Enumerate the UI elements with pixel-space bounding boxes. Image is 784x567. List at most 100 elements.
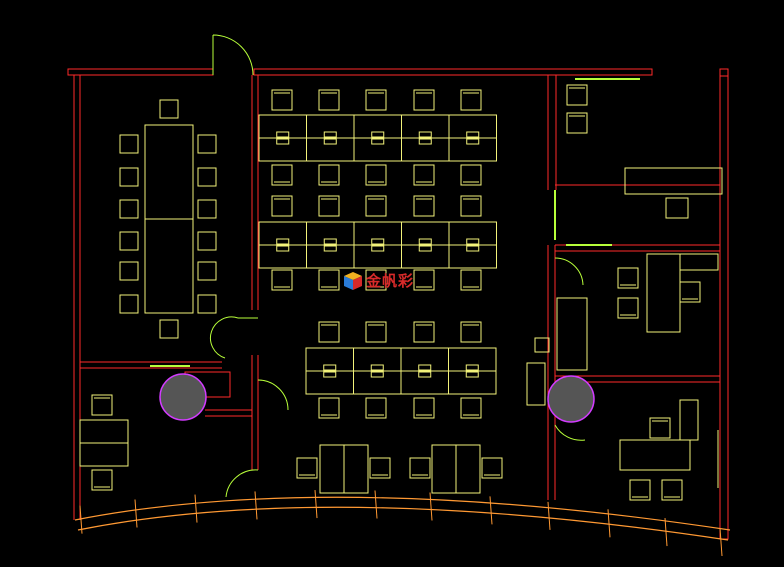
ws-b-desk-bottom-3 xyxy=(401,244,450,269)
ws-b-desk-top-1 xyxy=(306,221,355,246)
ws-c-desk-top-1 xyxy=(353,347,402,372)
facade-mullion-2 xyxy=(194,494,198,523)
ws-b-monitor-bottom-1 xyxy=(323,245,337,252)
watermark-text: 金帆彩 xyxy=(366,272,415,290)
ws-b-desk-top-4 xyxy=(448,221,497,246)
meeting-chair-right-1 xyxy=(197,167,217,187)
reception-chair-2 xyxy=(566,112,588,134)
ws-c-desk-top-2 xyxy=(400,347,449,372)
ws-a-monitor-top-2 xyxy=(371,131,385,138)
facade-mullion-7 xyxy=(489,496,493,525)
chair-lower-2 xyxy=(369,457,391,479)
wall-top-main xyxy=(253,68,653,76)
ws-c-monitor-bottom-2 xyxy=(418,371,432,378)
ws-a-desk-top-4 xyxy=(448,114,497,139)
ws-b-desk-top-0 xyxy=(258,221,307,246)
meeting-chair-left-3 xyxy=(119,231,139,251)
ws-c-desk-bottom-2 xyxy=(400,370,449,395)
director-chair-top xyxy=(649,417,671,439)
ws-b-desk-bottom-1 xyxy=(306,244,355,269)
door-manager xyxy=(554,257,584,286)
ws-b-chair-top-0 xyxy=(271,195,293,217)
ws-a-chair-bottom-1 xyxy=(318,164,340,186)
ws-a-chair-top-4 xyxy=(460,89,482,111)
ws-b-chair-bottom-1 xyxy=(318,269,340,291)
manager-credenza xyxy=(679,253,719,271)
facade-mullion-11 xyxy=(719,527,723,557)
ws-c-chair-bottom-3 xyxy=(460,397,482,419)
facade-mullion-0 xyxy=(79,505,83,534)
meeting-chair-right-4 xyxy=(197,261,217,281)
ws-a-chair-top-3 xyxy=(413,89,435,111)
ws-b-monitor-top-3 xyxy=(418,238,432,245)
ws-a-monitor-top-4 xyxy=(466,131,480,138)
ws-b-chair-bottom-0 xyxy=(271,269,293,291)
ws-a-desk-bottom-1 xyxy=(306,137,355,162)
watermark-logo: 金帆彩 xyxy=(343,270,414,291)
meeting-chair-right-3 xyxy=(197,231,217,251)
ws-a-chair-bottom-4 xyxy=(460,164,482,186)
ws-c-desk-top-3 xyxy=(448,347,497,372)
ws-a-chair-bottom-2 xyxy=(365,164,387,186)
walls xyxy=(67,68,731,557)
meeting-chair-left-5 xyxy=(119,294,139,314)
ws-c-monitor-top-1 xyxy=(370,364,384,371)
door-meeting xyxy=(209,316,258,359)
ws-b-monitor-top-1 xyxy=(323,238,337,245)
column-left xyxy=(159,373,207,421)
meeting-chair-right-0 xyxy=(197,134,217,154)
ws-c-chair-bottom-0 xyxy=(318,397,340,419)
director-desk xyxy=(619,439,691,471)
facade-mullion-5 xyxy=(374,490,378,519)
ws-b-chair-top-2 xyxy=(365,195,387,217)
wall-top-left xyxy=(67,68,214,76)
ws-c-monitor-top-0 xyxy=(323,364,337,371)
ws-a-monitor-top-3 xyxy=(418,131,432,138)
ws-c-chair-bottom-1 xyxy=(365,397,387,419)
facade-mullion-10 xyxy=(664,518,668,547)
manager-chair-3 xyxy=(679,281,701,303)
ws-a-chair-bottom-3 xyxy=(413,164,435,186)
ws-a-monitor-top-0 xyxy=(276,131,290,138)
ws-c-chair-top-2 xyxy=(413,321,435,343)
door-lobby xyxy=(257,379,289,411)
ws-c-desk-bottom-1 xyxy=(353,370,402,395)
ws-c-monitor-bottom-1 xyxy=(370,371,384,378)
manager-sofa xyxy=(556,297,588,371)
ws-c-chair-top-3 xyxy=(460,321,482,343)
chair-lower-4 xyxy=(481,457,503,479)
facade-mullion-8 xyxy=(547,501,551,530)
ws-c-monitor-top-2 xyxy=(418,364,432,371)
ws-b-desk-bottom-2 xyxy=(353,244,402,269)
ws-b-monitor-bottom-3 xyxy=(418,245,432,252)
reception-chair-1 xyxy=(566,84,588,106)
wall-right xyxy=(719,68,729,540)
ws-a-monitor-bottom-1 xyxy=(323,138,337,145)
ws-c-desk-top-0 xyxy=(305,347,354,372)
ws-a-desk-top-2 xyxy=(353,114,402,139)
meeting-chair-left-2 xyxy=(119,199,139,219)
ws-a-monitor-bottom-2 xyxy=(371,138,385,145)
ws-a-chair-top-1 xyxy=(318,89,340,111)
meeting-chair-left-0 xyxy=(119,134,139,154)
ws-b-chair-top-4 xyxy=(460,195,482,217)
director-chair-2 xyxy=(661,479,683,501)
meeting-chair-head-top xyxy=(159,99,179,119)
ws-a-desk-bottom-4 xyxy=(448,137,497,162)
ws-b-chair-top-3 xyxy=(413,195,435,217)
ws-b-chair-bottom-2 xyxy=(365,269,387,291)
meeting-chair-right-2 xyxy=(197,199,217,219)
ws-a-monitor-top-1 xyxy=(323,131,337,138)
manager-plant xyxy=(534,337,550,353)
chair-lower-3 xyxy=(409,457,431,479)
door-entrance-top xyxy=(212,34,254,76)
director-chair-1 xyxy=(629,479,651,501)
ws-b-chair-bottom-3 xyxy=(413,269,435,291)
ws-a-monitor-bottom-3 xyxy=(418,138,432,145)
ws-b-monitor-top-0 xyxy=(276,238,290,245)
doors xyxy=(150,34,640,498)
ws-b-desk-top-2 xyxy=(353,221,402,246)
ws-c-desk-bottom-3 xyxy=(448,370,497,395)
manager-chair-2 xyxy=(617,297,639,319)
